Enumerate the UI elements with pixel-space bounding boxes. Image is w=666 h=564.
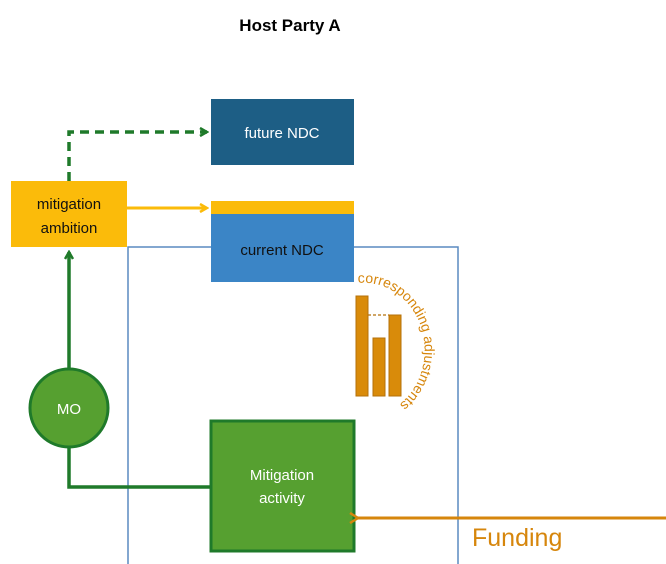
adjustment-bar [388, 314, 402, 397]
mitigation-ambition-line1: mitigation [37, 196, 101, 213]
funding-label: Funding [472, 524, 562, 552]
current-ndc-box: current NDC [211, 201, 354, 282]
mo-label: MO [57, 401, 81, 418]
mitigation-activity-line1: Mitigation [250, 467, 314, 484]
page-title: Host Party A [239, 16, 341, 35]
ambition-bar [211, 201, 354, 214]
future-ndc-label: future NDC [244, 125, 319, 142]
mitigation-activity-box: Mitigation activity [209, 419, 356, 553]
mitigation-activity-line2: activity [259, 490, 305, 507]
adjustment-bars [355, 295, 402, 397]
mo-circle: MO [28, 367, 110, 449]
dashed-arrow-to-future-ndc [67, 132, 207, 181]
mitigation-ambition-box: mitigation ambition [11, 181, 127, 247]
adjustment-bar [372, 337, 386, 397]
adjustment-bar [355, 295, 369, 397]
mitigation-ambition-line2: ambition [41, 220, 98, 237]
future-ndc-box: future NDC [211, 99, 354, 165]
current-ndc-label: current NDC [240, 242, 324, 259]
green-flow-line [69, 252, 211, 489]
